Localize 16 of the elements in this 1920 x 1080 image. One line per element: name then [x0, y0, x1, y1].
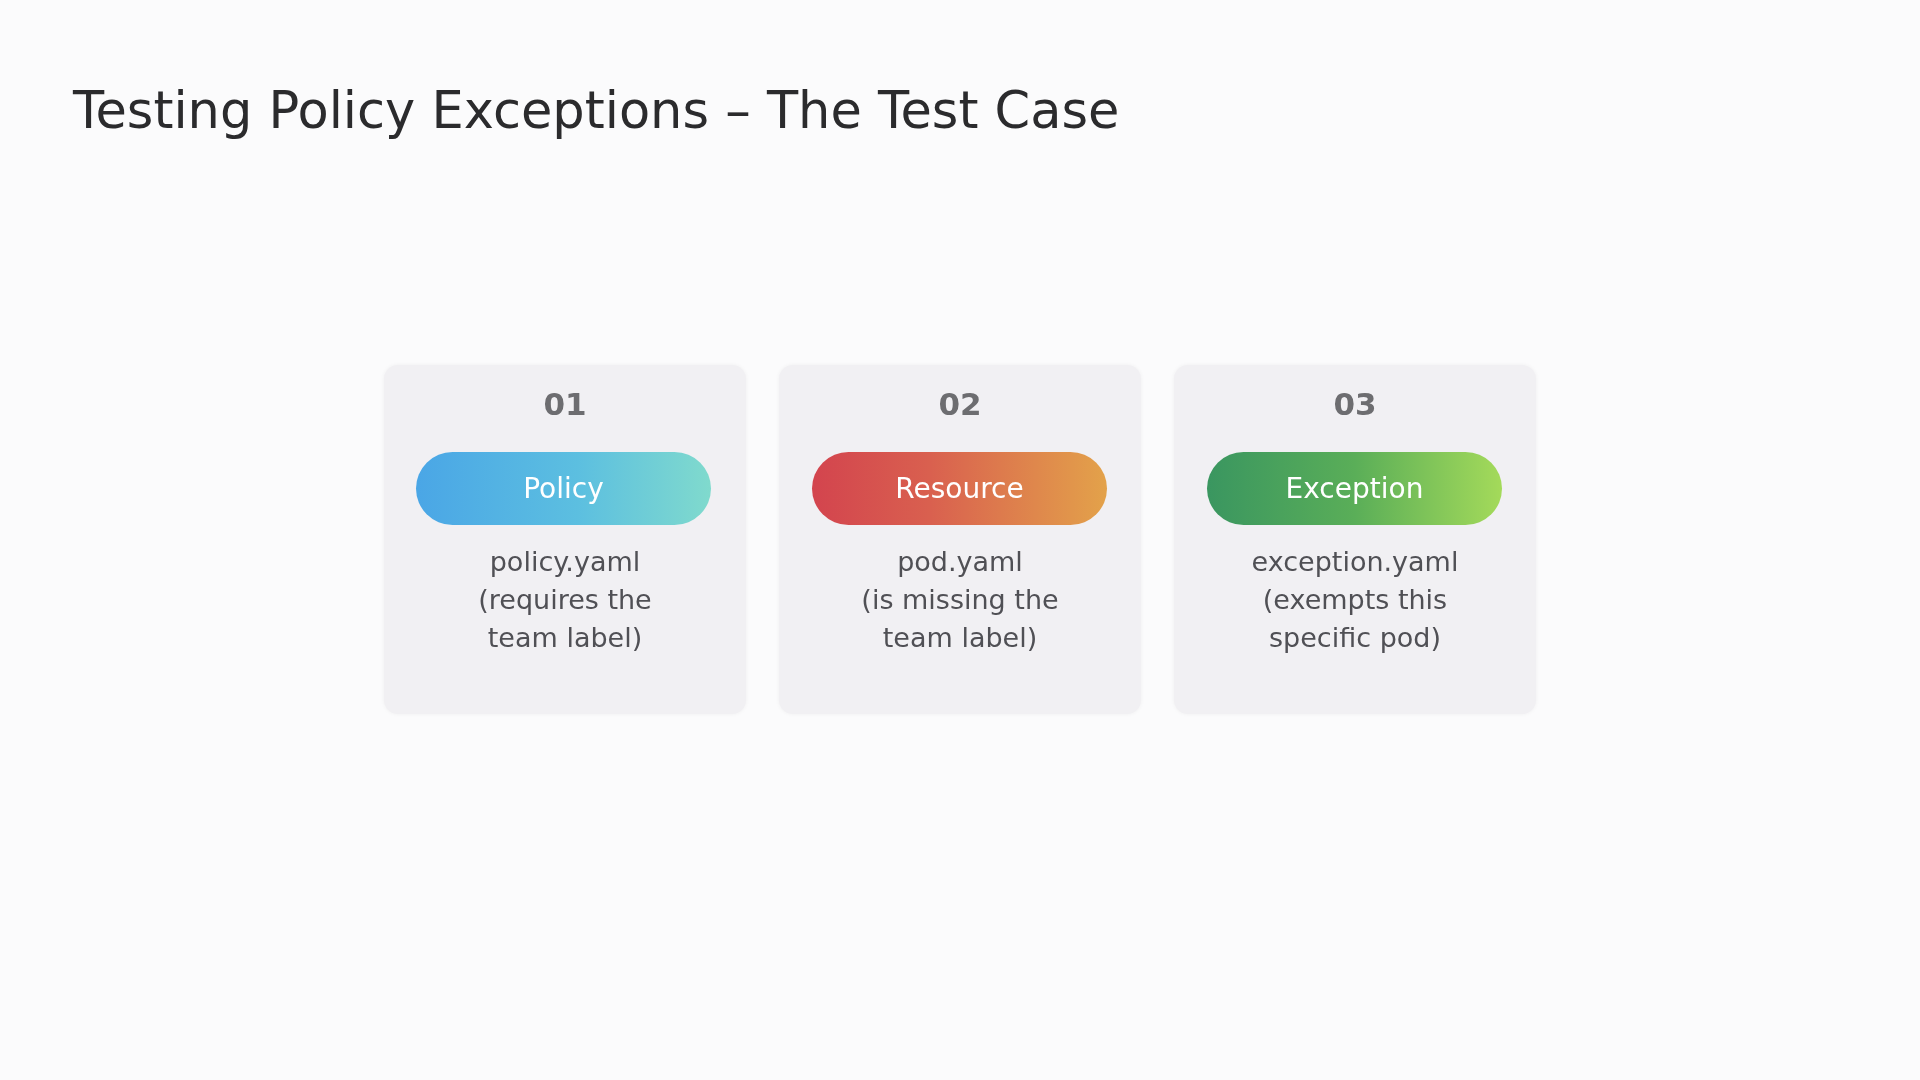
category-pill: Resource: [812, 452, 1107, 525]
category-pill: Exception: [1207, 452, 1502, 525]
file-name: policy.yaml: [488, 545, 642, 579]
category-pill: Policy: [416, 452, 711, 525]
file-name: exception.yaml: [1250, 545, 1460, 579]
step-number: 02: [938, 385, 982, 423]
slide-title: Testing Policy Exceptions – The Test Case: [73, 80, 1120, 142]
description-text: (is missing the team label): [860, 583, 1060, 655]
step-card: [779, 365, 1141, 714]
description-text: (exempts this specific pod): [1261, 583, 1449, 655]
step-number: 03: [1333, 385, 1377, 423]
description-text: (requires the team label): [477, 583, 653, 655]
step-number: 01: [543, 385, 587, 423]
file-name: pod.yaml: [896, 545, 1024, 579]
step-card: [384, 365, 746, 714]
step-card: [1174, 365, 1536, 714]
